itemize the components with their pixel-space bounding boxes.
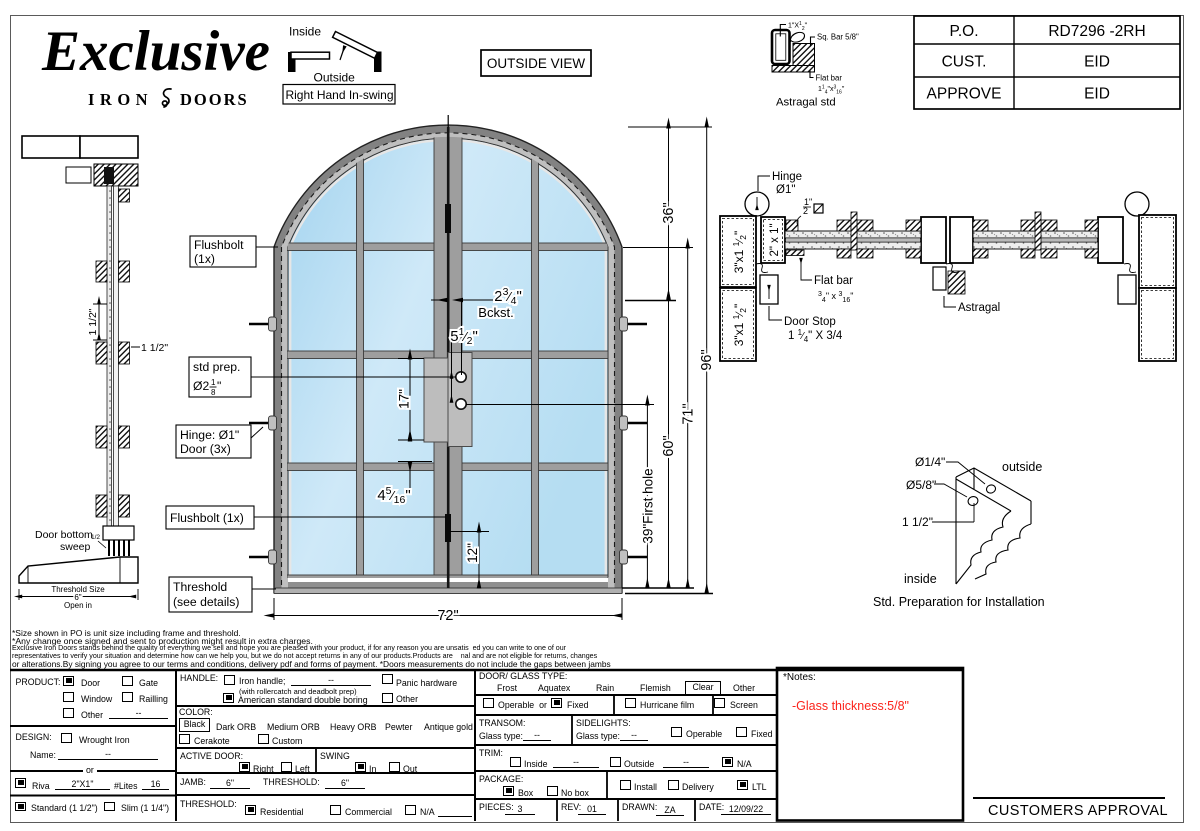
svg-text:": " (217, 379, 221, 393)
svg-text:Flat bar: Flat bar (814, 275, 853, 287)
svg-text:3"x1 1⁄2": 3"x1 1⁄2" (731, 231, 748, 274)
svg-text:Door Stop: Door Stop (784, 316, 836, 328)
svg-text:Outside: Outside (314, 71, 356, 85)
svg-text:1 1/2": 1 1/2" (902, 515, 933, 529)
svg-text:1/2: 1/2 (91, 534, 100, 541)
svg-text:51⁄2": 51⁄2" (450, 326, 478, 347)
svg-text:114"x316": 114"x316" (818, 85, 845, 96)
svg-text:Threshold: Threshold (173, 580, 227, 594)
svg-text:(1x): (1x) (194, 252, 215, 266)
svg-text:Ø5/8": Ø5/8" (906, 478, 936, 492)
svg-text:2" x 1": 2" x 1" (769, 223, 781, 256)
svg-text:EID: EID (1084, 86, 1110, 103)
svg-text:std prep.: std prep. (193, 360, 240, 374)
svg-text:17": 17" (397, 389, 412, 409)
svg-text:EID: EID (1084, 54, 1110, 71)
svg-text:inside: inside (904, 572, 937, 586)
svg-text:CUST.: CUST. (942, 54, 987, 71)
svg-text:Threshold Size: Threshold Size (51, 585, 105, 594)
svg-text:Door (3x): Door (3x) (180, 442, 231, 456)
svg-text:1 1/2": 1 1/2" (141, 342, 168, 354)
svg-text:72": 72" (437, 608, 458, 624)
svg-text:36": 36" (661, 202, 677, 223)
svg-text:1 1⁄4" X 3/4: 1 1⁄4" X 3/4 (788, 328, 843, 344)
svg-text:Flushbolt: Flushbolt (194, 238, 244, 252)
svg-text:1 1/2": 1 1/2" (87, 308, 99, 335)
svg-text:Open in: Open in (64, 601, 92, 610)
svg-text:Astragal std: Astragal std (776, 97, 836, 109)
svg-text:Right Hand In-swing: Right Hand In-swing (285, 88, 393, 102)
svg-text:12": 12" (465, 543, 480, 563)
svg-text:6": 6" (74, 593, 81, 602)
svg-text:Inside: Inside (289, 25, 321, 39)
svg-text:Std. Preparation for Installat: Std. Preparation for Installation (873, 595, 1045, 609)
svg-text:Hinge: Hinge (772, 171, 802, 183)
svg-text:Door bottom: Door bottom (35, 529, 93, 541)
svg-text:23⁄4": 23⁄4" (494, 286, 522, 307)
svg-text:Ø1/4": Ø1/4" (915, 455, 945, 469)
svg-text:(see details): (see details) (173, 595, 239, 609)
svg-text:Astragal: Astragal (958, 302, 1000, 314)
svg-text:71": 71" (681, 403, 697, 424)
svg-text:P.O.: P.O. (949, 23, 978, 40)
svg-text:Hinge: Ø1": Hinge: Ø1" (180, 428, 239, 442)
svg-text:Bckst.: Bckst. (478, 305, 513, 320)
svg-text:OUTSIDE VIEW: OUTSIDE VIEW (487, 56, 586, 71)
svg-text:RD7296 -2RH: RD7296 -2RH (1048, 23, 1145, 40)
svg-text:34" x 316": 34" x 316" (818, 291, 853, 304)
svg-text:Ø2: Ø2 (193, 379, 209, 393)
svg-text:8: 8 (211, 388, 216, 397)
svg-text:1"X12": 1"X12" (788, 21, 808, 32)
svg-text:sweep: sweep (60, 541, 91, 553)
svg-text:Sq. Bar 5/8": Sq. Bar 5/8" (817, 33, 859, 42)
svg-text:Flushbolt (1x): Flushbolt (1x) (170, 511, 244, 525)
svg-text:96": 96" (699, 349, 715, 370)
svg-text:1: 1 (211, 378, 216, 387)
svg-text:APPROVE: APPROVE (927, 86, 1002, 103)
svg-text:1": 1" (804, 197, 812, 207)
svg-text:Flat bar: Flat bar (816, 74, 843, 83)
svg-text:2: 2 (803, 206, 808, 216)
svg-text:39"First hole: 39"First hole (641, 468, 656, 543)
svg-text:3"x1 1⁄2": 3"x1 1⁄2" (731, 304, 748, 347)
svg-text:60": 60" (661, 435, 677, 456)
svg-text:Ø1": Ø1" (776, 184, 795, 196)
svg-text:outside: outside (1002, 460, 1042, 474)
